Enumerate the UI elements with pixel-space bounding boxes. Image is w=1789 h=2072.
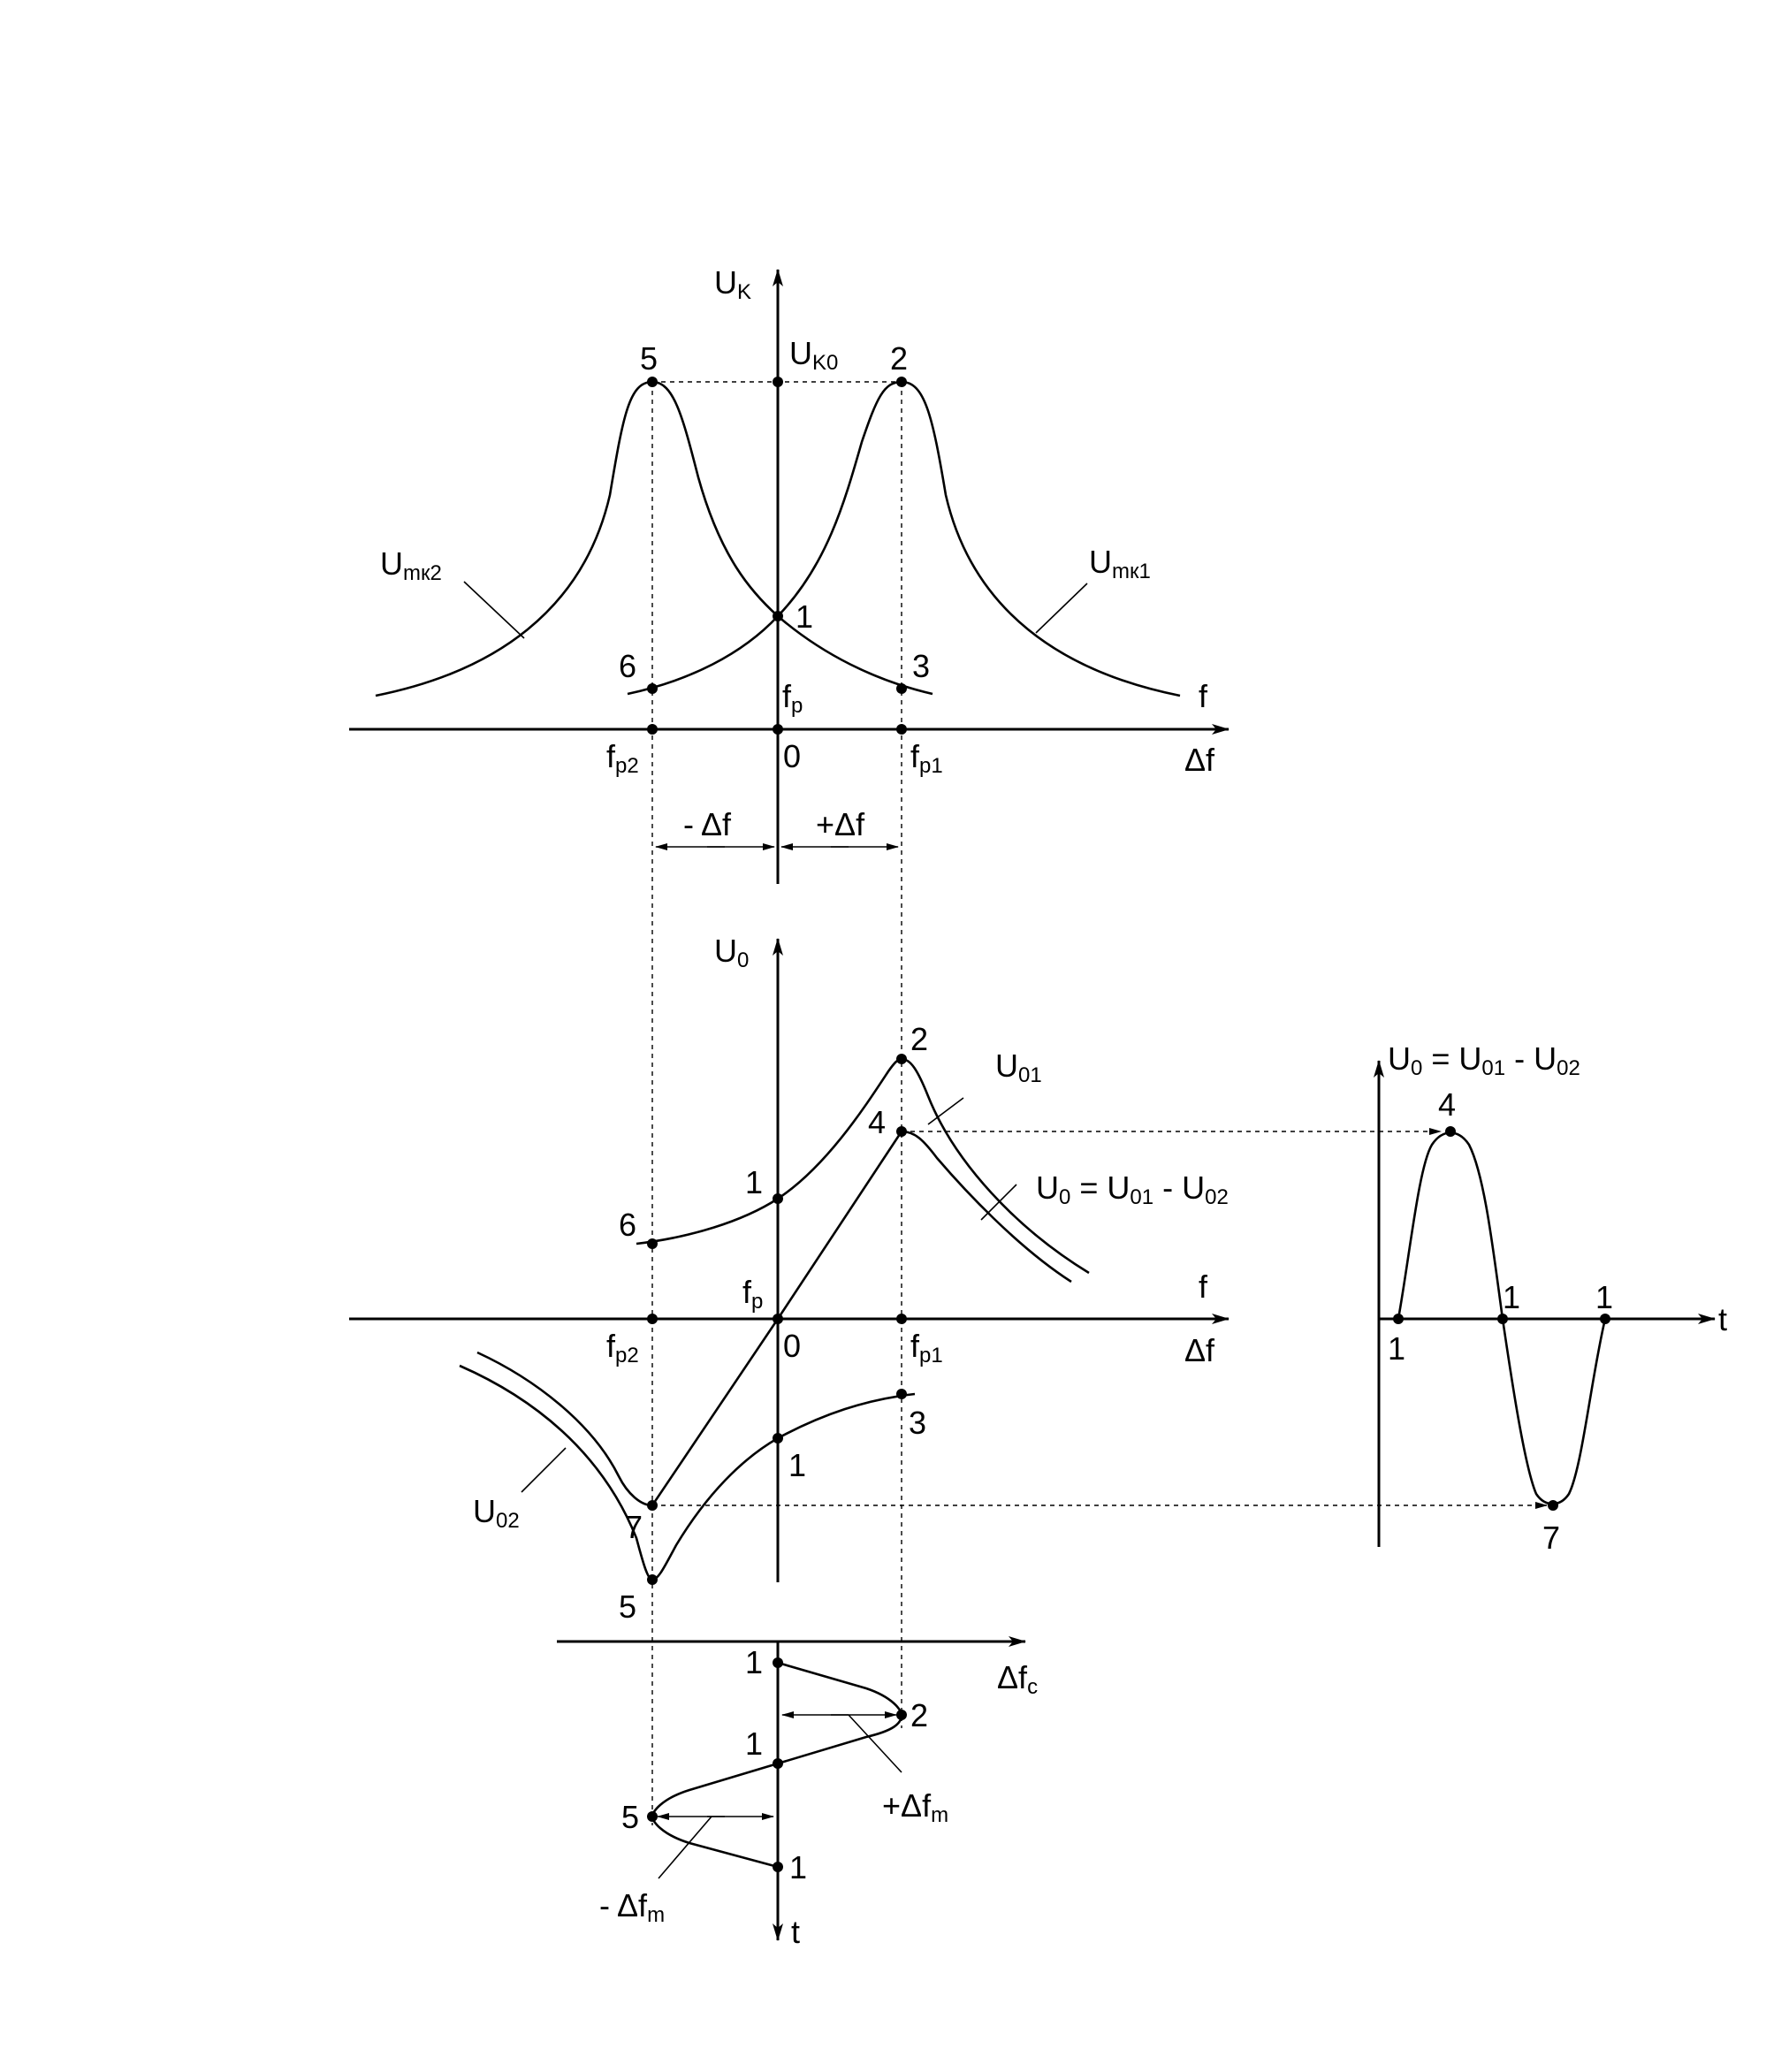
lower-label-1b: 1 — [745, 1725, 763, 1762]
upper-point-uk0 — [773, 377, 783, 387]
u02-label: U02 — [473, 1493, 520, 1533]
middle-point-1-lower — [773, 1433, 783, 1444]
middle-label-4: 4 — [868, 1104, 886, 1140]
upper-point-6 — [647, 683, 658, 694]
right-t-label: t — [1718, 1301, 1727, 1337]
middle-point-5 — [647, 1574, 658, 1585]
middle-label-7: 7 — [625, 1509, 643, 1545]
umk2-label: Umк2 — [380, 545, 442, 585]
umk1-curve — [627, 380, 1181, 697]
u0-diff-leader — [980, 1184, 1017, 1221]
lower-point-1a — [773, 1657, 783, 1668]
upper-label-5: 5 — [640, 340, 658, 377]
resonance-curves-graph: UK UK0 5 2 1 6 3 Umк2 Umк1 f Δf fp fp2 0… — [349, 264, 1229, 1825]
upper-axis-zero — [773, 724, 783, 735]
right-label-7: 7 — [1542, 1520, 1560, 1556]
middle-f-label: f — [1199, 1268, 1208, 1305]
upper-label-1: 1 — [796, 598, 813, 635]
plus-dfm-label: +Δfm — [882, 1787, 948, 1827]
middle-axis-fr2 — [647, 1314, 658, 1324]
middle-label-6: 6 — [619, 1207, 636, 1243]
minus-dfm-leader — [658, 1816, 712, 1879]
dfc-label: Δfc — [997, 1659, 1038, 1699]
upper-f-label: f — [1199, 678, 1208, 714]
upper-point-5 — [647, 377, 658, 387]
u0-difference-curve — [776, 1130, 1072, 1320]
middle-point-6 — [647, 1238, 658, 1249]
middle-label-2: 2 — [910, 1021, 928, 1057]
right-label-1c: 1 — [1595, 1279, 1613, 1315]
u02-curve — [459, 1364, 916, 1581]
middle-label-1-lower: 1 — [788, 1447, 806, 1483]
output-waveform-graph: U0 = U01 - U02 4 1 1 1 7 t — [1374, 1040, 1727, 1556]
middle-label-5: 5 — [619, 1588, 636, 1625]
upper-fr-label: fp — [782, 678, 803, 718]
frequency-deviation-graph: 1 2 1 5 1 Δfc t +Δfm - Δfm — [557, 1636, 1038, 1950]
umk2-leader — [463, 581, 525, 639]
right-title: U0 = U01 - U02 — [1388, 1040, 1580, 1080]
lower-t-label: t — [791, 1914, 800, 1950]
minus-df-label: - Δf — [683, 806, 732, 842]
right-label-1b: 1 — [1503, 1279, 1520, 1315]
uk-axis-label: UK — [714, 264, 751, 304]
upper-fr2-label: fp2 — [606, 738, 639, 778]
lower-label-1c: 1 — [789, 1849, 807, 1885]
lower-point-5 — [647, 1811, 658, 1822]
umk1-leader — [1035, 583, 1088, 634]
upper-point-2 — [896, 377, 907, 387]
plus-df-label: +Δf — [816, 806, 865, 842]
lower-label-5: 5 — [621, 1799, 639, 1835]
upper-label-6: 6 — [619, 648, 636, 684]
u01-label: U01 — [995, 1047, 1042, 1087]
middle-fr-label: fp — [742, 1274, 763, 1314]
lower-label-2: 2 — [910, 1697, 928, 1733]
upper-df-label: Δf — [1184, 742, 1215, 778]
middle-df-label: Δf — [1184, 1332, 1215, 1368]
uk0-label: UK0 — [789, 335, 838, 375]
right-label-4: 4 — [1438, 1086, 1456, 1123]
umk1-label: Umк1 — [1089, 544, 1151, 583]
right-point-7 — [1548, 1500, 1558, 1511]
upper-axis-fr1 — [896, 724, 907, 735]
discriminator-output-graph: U0 2 4 1 6 3 1 7 5 U01 U0 = U01 - U02 U0… — [349, 933, 1548, 1625]
right-point-1a — [1393, 1314, 1404, 1324]
upper-point-3 — [896, 683, 907, 694]
middle-fr1-label: fp1 — [910, 1328, 943, 1367]
middle-zero-label: 0 — [783, 1328, 801, 1364]
u0-difference-curve-lower — [476, 1318, 780, 1507]
right-point-1b — [1497, 1314, 1508, 1324]
upper-axis-fr2 — [647, 724, 658, 735]
middle-label-1-upper: 1 — [745, 1164, 763, 1200]
upper-fr1-label: fp1 — [910, 738, 943, 778]
upper-point-1 — [773, 611, 783, 621]
lower-point-1c — [773, 1862, 783, 1872]
u01-curve — [636, 1057, 1090, 1275]
middle-point-3 — [896, 1389, 907, 1399]
middle-axis-zero — [773, 1314, 783, 1324]
lower-point-2 — [896, 1710, 907, 1720]
minus-dfm-label: - Δfm — [599, 1887, 665, 1927]
middle-point-2 — [896, 1054, 907, 1064]
right-label-1a: 1 — [1388, 1330, 1405, 1367]
umk2-curve — [375, 380, 933, 697]
right-point-1c — [1600, 1314, 1610, 1324]
right-point-4 — [1445, 1126, 1456, 1137]
plus-dfm-leader — [848, 1714, 902, 1773]
middle-fr2-label: fp2 — [606, 1328, 639, 1367]
u0-difference-label: U0 = U01 - U02 — [1036, 1169, 1229, 1209]
u02-leader — [521, 1447, 567, 1493]
upper-label-2: 2 — [890, 340, 908, 377]
middle-axis-fr1 — [896, 1314, 907, 1324]
upper-label-3: 3 — [912, 648, 930, 684]
u01-leader — [927, 1097, 964, 1125]
middle-point-1-upper — [773, 1193, 783, 1204]
lower-point-1b — [773, 1758, 783, 1769]
middle-label-3: 3 — [909, 1405, 926, 1441]
u0-axis-label: U0 — [714, 933, 749, 972]
lower-label-1a: 1 — [745, 1644, 763, 1680]
upper-zero-label: 0 — [783, 738, 801, 774]
